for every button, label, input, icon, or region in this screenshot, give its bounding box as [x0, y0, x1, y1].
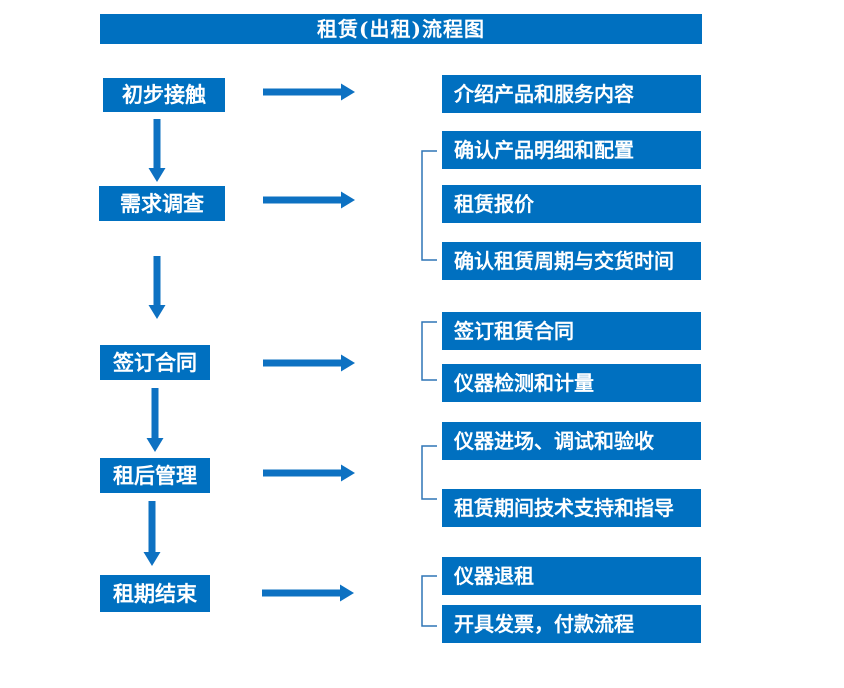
- detail-confirm-product-config: 确认产品明细和配置: [442, 131, 701, 169]
- bracket-step4-details: [421, 445, 437, 500]
- detail-confirm-period-delivery: 确认租赁周期与交货时间: [442, 242, 701, 280]
- detail-instrument-setup-acceptance: 仪器进场、调试和验收: [442, 422, 701, 460]
- detail-instrument-return: 仪器退租: [442, 557, 701, 595]
- detail-rental-quotation: 租赁报价: [442, 185, 701, 223]
- detail-introduce-products: 介绍产品和服务内容: [442, 75, 701, 113]
- right-arrow-step5: [262, 584, 354, 602]
- step-post-rental-management: 租后管理: [100, 458, 210, 493]
- step-demand-survey: 需求调查: [99, 186, 225, 221]
- bracket-step3-details: [421, 321, 437, 381]
- right-arrow-step2: [263, 191, 355, 209]
- step-lease-end: 租期结束: [100, 575, 210, 612]
- step-initial-contact: 初步接触: [103, 78, 225, 112]
- down-arrow-step4-step5: [143, 501, 161, 566]
- down-arrow-step1-step2: [148, 119, 166, 182]
- down-arrow-step3-step4: [146, 388, 164, 452]
- flowchart-title: 租赁(出租)流程图: [100, 14, 702, 44]
- detail-invoice-payment: 开具发票，付款流程: [442, 605, 701, 643]
- detail-tech-support: 租赁期间技术支持和指导: [442, 489, 701, 527]
- right-arrow-step1: [263, 83, 355, 101]
- detail-sign-rental-contract: 签订租赁合同: [442, 312, 701, 350]
- down-arrow-step2-step3: [148, 256, 166, 319]
- right-arrow-step4: [263, 464, 355, 482]
- detail-instrument-inspection: 仪器检测和计量: [442, 364, 701, 402]
- step-sign-contract: 签订合同: [100, 345, 210, 380]
- right-arrow-step3: [263, 354, 355, 372]
- bracket-step2-details: [421, 150, 437, 261]
- bracket-step5-details: [421, 575, 437, 627]
